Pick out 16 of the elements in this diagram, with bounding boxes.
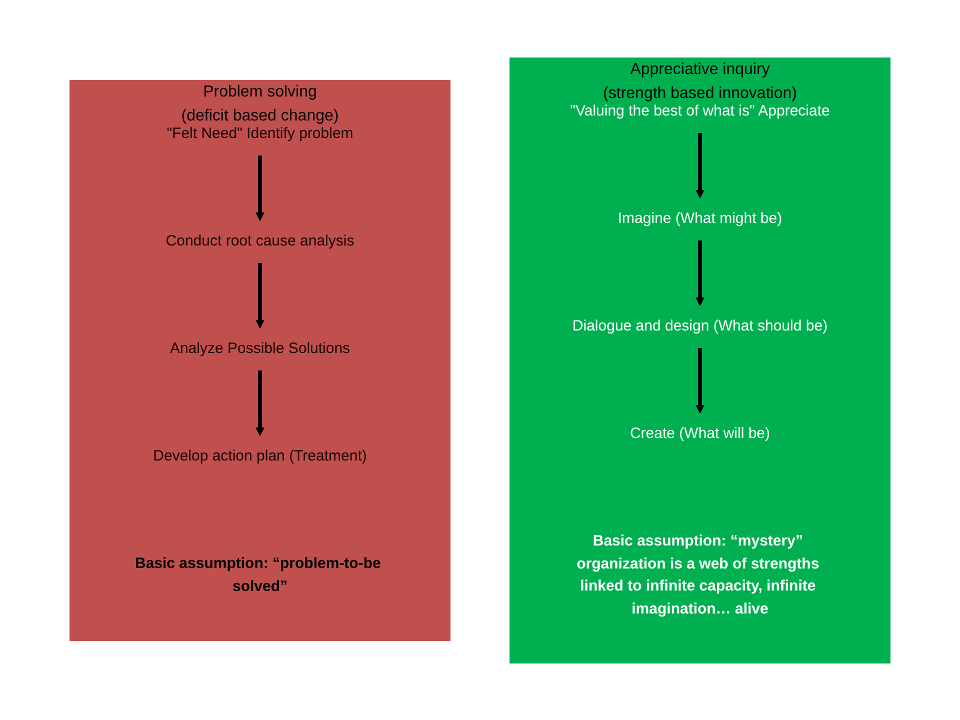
node-text: Develop action plan (Treatment) [153,447,367,464]
arrow [696,348,704,413]
arrow [696,240,704,306]
node-text: "Felt Need" Identify problem [166,124,354,142]
node-text: Dialogue and design (What should be) [572,317,828,334]
node-text: Basic assumption: “mystery” organization is a web of strengths linked to infinite capacity, infinite imagination… alive [576,532,820,616]
node-text: Basic assumption: “problem-to-be solved” [134,554,381,594]
arrow [256,262,264,328]
arrow [696,132,704,198]
node-text: "Valuing the best of what is" Appreciate [570,102,830,119]
arrow [256,370,264,436]
arrow [256,155,264,220]
node-text: Conduct root cause analysis [166,232,354,249]
node-text: Analyze Possible Solutions [170,340,350,356]
node-text: Imagine (What might be) [618,210,782,226]
node-text: Create (What will be) [630,424,770,442]
